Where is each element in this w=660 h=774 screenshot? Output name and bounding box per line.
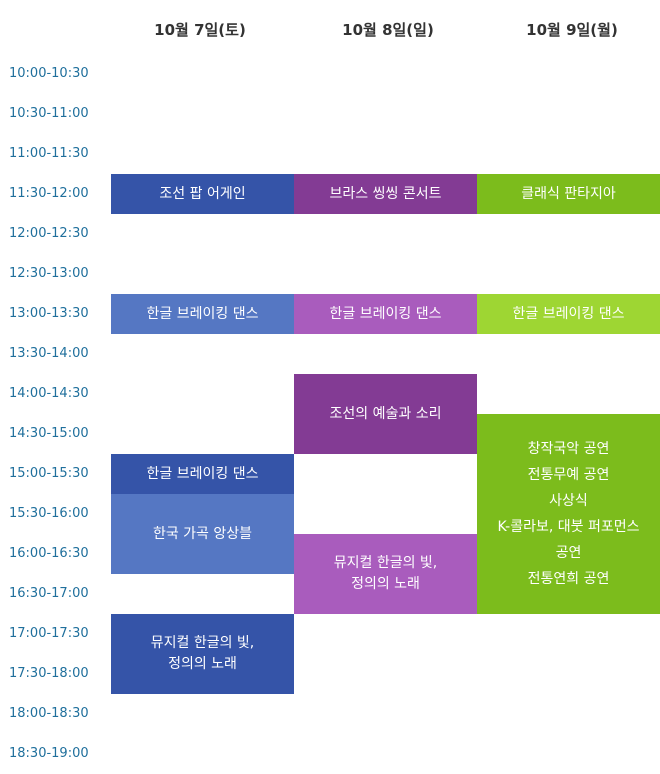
- day-header: 10월 7일(토): [154, 21, 246, 39]
- event-title: 한글 브레이킹 댄스: [512, 305, 625, 322]
- event-block[interactable]: 조선 팝 어게인: [111, 174, 294, 214]
- time-slot-label: 12:30-13:00: [9, 266, 89, 281]
- time-slot-label: 10:30-11:00: [9, 106, 89, 121]
- time-slot-label: 16:00-16:30: [9, 546, 89, 561]
- event-block[interactable]: 클래식 판타지아: [477, 174, 660, 214]
- event-block[interactable]: 한국 가곡 앙상블: [111, 494, 294, 574]
- time-slot-label: 15:30-16:00: [9, 506, 89, 521]
- event-block[interactable]: 한글 브레이킹 댄스: [111, 294, 294, 334]
- event-title: 한글 브레이킹 댄스: [329, 305, 442, 322]
- event-title: 정의의 노래: [168, 656, 237, 672]
- event-title: 한글 브레이킹 댄스: [146, 465, 259, 482]
- day-header: 10월 9일(월): [526, 21, 618, 39]
- time-slot-label: 13:30-14:00: [9, 346, 89, 361]
- event-title: 한글 브레이킹 댄스: [146, 305, 259, 322]
- event-title: 클래식 판타지아: [521, 185, 616, 202]
- time-slot-label: 11:00-11:30: [9, 146, 89, 161]
- event-title: K-콜라보, 대붓 퍼포먼스: [497, 519, 640, 535]
- event-title: 전통연희 공연: [527, 571, 610, 587]
- time-slot-label: 13:00-13:30: [9, 306, 89, 321]
- event-title: 한국 가곡 앙상블: [152, 525, 253, 542]
- event-block[interactable]: 한글 브레이킹 댄스: [294, 294, 477, 334]
- time-slot-label: 17:30-18:00: [9, 666, 89, 681]
- event-title: 사상식: [549, 493, 588, 509]
- event-block[interactable]: 브라스 씽씽 콘서트: [294, 174, 477, 214]
- event-block[interactable]: 한글 브레이킹 댄스: [111, 454, 294, 494]
- time-slot-label: 17:00-17:30: [9, 626, 89, 641]
- event-title: 정의의 노래: [351, 576, 420, 592]
- event-block[interactable]: 뮤지컬 한글의 빛, 정의의 노래: [294, 534, 477, 614]
- event-block[interactable]: 한글 브레이킹 댄스: [477, 294, 660, 334]
- event-title: 조선의 예술과 소리: [329, 405, 442, 422]
- time-slot-label: 14:00-14:30: [9, 386, 89, 401]
- event-title: 브라스 씽씽 콘서트: [329, 185, 442, 202]
- time-slot-label: 18:00-18:30: [9, 706, 89, 721]
- time-slot-label: 15:00-15:30: [9, 466, 89, 481]
- time-slot-label: 18:30-19:00: [9, 746, 89, 761]
- event-title: 전통무예 공연: [527, 467, 610, 483]
- event-title: 창작국악 공연: [527, 441, 610, 457]
- day-header: 10월 8일(일): [342, 21, 434, 39]
- event-title: 조선 팝 어게인: [159, 185, 246, 202]
- time-slot-label: 12:00-12:30: [9, 226, 89, 241]
- time-slot-label: 11:30-12:00: [9, 186, 89, 201]
- event-title: 뮤지컬 한글의 빛,: [333, 555, 438, 571]
- event-title: 뮤지컬 한글의 빛,: [150, 635, 255, 651]
- event-block[interactable]: 조선의 예술과 소리: [294, 374, 477, 454]
- event-title: 공연: [555, 545, 582, 561]
- event-block[interactable]: 뮤지컬 한글의 빛, 정의의 노래: [111, 614, 294, 694]
- time-slot-label: 14:30-15:00: [9, 426, 89, 441]
- time-slot-label: 10:00-10:30: [9, 66, 89, 81]
- time-slot-label: 16:30-17:00: [9, 586, 89, 601]
